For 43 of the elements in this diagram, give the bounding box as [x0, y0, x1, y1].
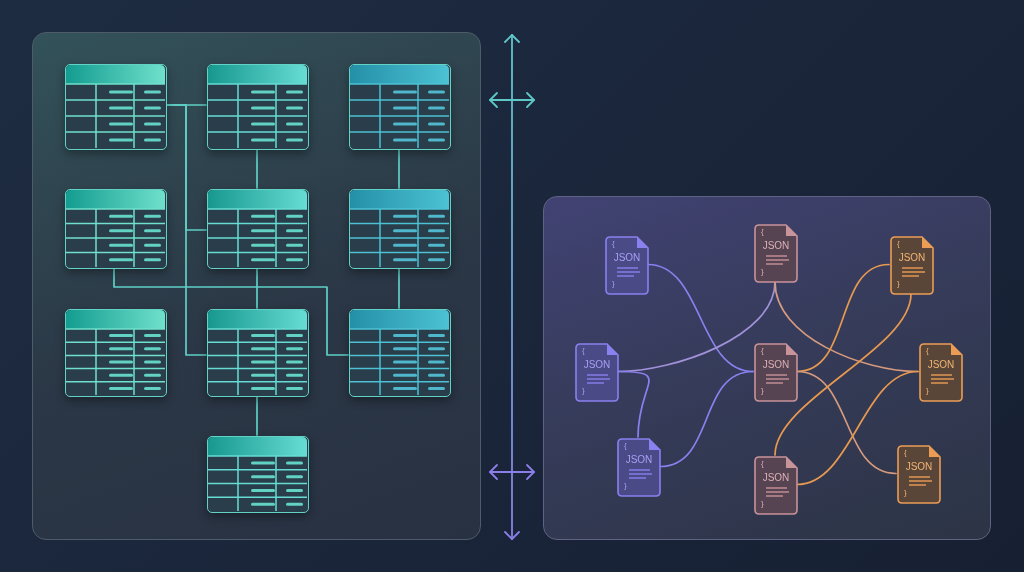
brace-text: } [904, 489, 907, 497]
connector-line [659, 370, 754, 468]
doc-label: JSON [582, 360, 612, 370]
connector-line [398, 148, 400, 189]
connector-line [256, 395, 258, 436]
connector-line [113, 267, 349, 356]
brace-text: { [761, 228, 764, 236]
panel-background [32, 32, 481, 540]
connector-line [398, 267, 400, 309]
connector-line [256, 267, 258, 309]
brace-text: } [612, 280, 615, 288]
doc-label: JSON [761, 241, 791, 251]
brace-text: { [582, 347, 585, 355]
brace-text: } [897, 280, 900, 288]
brace-text: { [624, 442, 627, 450]
doc-label: JSON [612, 253, 642, 263]
brace-text: { [926, 347, 929, 355]
connector-line [774, 293, 912, 456]
doc-label: JSON [624, 455, 654, 465]
brace-text: { [897, 240, 900, 248]
connector-line [796, 370, 897, 475]
doc-label: JSON [897, 253, 927, 263]
panel-background [543, 196, 991, 540]
brace-text: } [761, 387, 764, 395]
doc-label: JSON [761, 360, 791, 370]
connector-line [165, 104, 207, 356]
brace-text: } [761, 500, 764, 508]
doc-label: JSON [761, 473, 791, 483]
connector-line [796, 263, 890, 373]
connector-line [256, 148, 258, 189]
brace-text: { [904, 449, 907, 457]
connector-line [617, 370, 650, 438]
connector-line [647, 263, 754, 373]
doc-label: JSON [926, 360, 956, 370]
connector-line [796, 370, 919, 486]
brace-text: { [612, 240, 615, 248]
brace-text: { [761, 460, 764, 468]
brace-text: { [761, 347, 764, 355]
brace-text: } [624, 482, 627, 490]
doc-label: JSON [904, 462, 934, 472]
brace-text: } [926, 387, 929, 395]
brace-text: } [761, 268, 764, 276]
brace-text: } [582, 387, 585, 395]
